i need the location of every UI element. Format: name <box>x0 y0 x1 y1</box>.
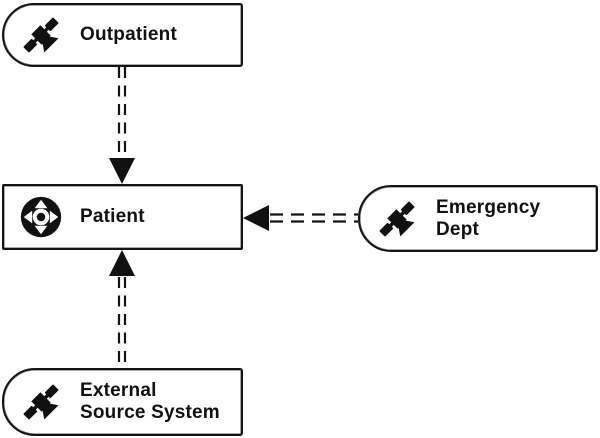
node-external-source-system: External Source System <box>2 368 243 436</box>
arrowhead-up-icon <box>109 250 135 276</box>
satellite-icon <box>19 380 63 424</box>
node-label-patient: Patient <box>80 206 145 227</box>
node-patient: Patient <box>2 184 243 250</box>
arrowhead-down-icon <box>109 158 135 184</box>
edge-outpatient-to-patient <box>109 67 135 184</box>
satellite-icon <box>19 13 63 57</box>
move-circle-icon <box>19 195 63 239</box>
node-label-emergency-dept: Emergency Dept <box>436 196 541 240</box>
edge-external-source-system-to-patient <box>109 250 135 368</box>
edge-emergency-dept-to-patient <box>243 205 358 231</box>
node-emergency-dept: Emergency Dept <box>358 185 598 252</box>
node-label-external-source-system: External Source System <box>80 380 220 423</box>
node-label-outpatient: Outpatient <box>80 24 177 45</box>
arrowhead-left-icon <box>243 205 269 231</box>
satellite-icon <box>375 197 419 241</box>
node-outpatient: Outpatient <box>2 3 243 67</box>
